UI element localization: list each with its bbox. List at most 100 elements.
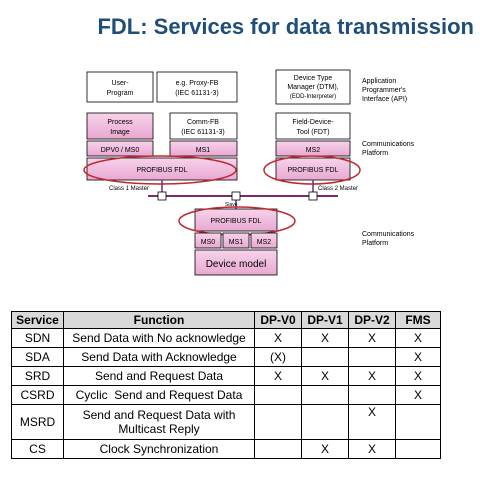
cell-service: MSRD xyxy=(11,404,64,440)
cell-service: SRD xyxy=(11,366,64,386)
services-table: Service Function DP-V0 DP-V1 DP-V2 FMS S… xyxy=(11,311,441,459)
cell-dpv0: X xyxy=(254,328,302,348)
master1-fdl-box: PROFIBUS FDL xyxy=(86,157,238,181)
table-row: MSRD Send and Request Data with Multicas… xyxy=(11,404,441,440)
cell-dpv1: X xyxy=(301,366,349,386)
cell-function-line2: Multicast Reply xyxy=(118,422,200,436)
cell-dpv1: X xyxy=(301,439,349,459)
table-header-row: Service Function DP-V0 DP-V1 DP-V2 FMS xyxy=(11,311,441,329)
cell-dpv0: (X) xyxy=(254,347,302,367)
comm-fb-box: Comm-FB (IEC 61131-3) xyxy=(169,112,238,140)
class2-master-label: Class 2 Master xyxy=(318,186,358,192)
header-dpv2: DP-V2 xyxy=(348,311,396,329)
cell-dpv2: X xyxy=(348,366,396,386)
header-service: Service xyxy=(11,311,64,329)
ms2-label: MS2 xyxy=(306,147,321,154)
cell-dpv2 xyxy=(348,385,396,405)
dtm-line3: (EDD-Interpreter) xyxy=(290,94,336,100)
master2-fdl-label: PROFIBUS FDL xyxy=(288,167,339,174)
cell-function: Clock Synchronization xyxy=(63,439,255,459)
slave-fdl-label: PROFIBUS FDL xyxy=(211,218,262,225)
user-program-box: User- Program xyxy=(86,71,154,103)
user-program-line2: Program xyxy=(107,90,134,97)
bus-connector-1 xyxy=(157,191,167,201)
cell-function: Send and Request Data with Multicast Rep… xyxy=(63,404,255,440)
cell-service: CS xyxy=(11,439,64,459)
comm-platform-top-line2: Platform xyxy=(362,150,388,157)
master1-fdl-label: PROFIBUS FDL xyxy=(137,167,188,174)
device-model-label: Device model xyxy=(206,259,267,270)
bus-connector-3 xyxy=(308,191,318,201)
comm-platform-bottom-line1: Communications xyxy=(362,231,415,238)
comm-fb-line1: Comm-FB xyxy=(187,119,219,126)
cell-fms xyxy=(395,439,441,459)
master2-fdl-highlight xyxy=(263,155,361,185)
header-function: Function xyxy=(63,311,255,329)
cell-dpv0 xyxy=(254,404,302,440)
api-label: Application Programmer's Interface (API) xyxy=(362,78,407,103)
cell-dpv1 xyxy=(301,404,349,440)
dtm-box: Device Type Manager (DTM), (EDD-Interpre… xyxy=(275,69,351,105)
ms2-box: MS2 xyxy=(275,140,351,157)
fdt-line1: Field-Device- xyxy=(292,119,334,126)
cell-fms xyxy=(395,404,441,440)
cell-dpv2 xyxy=(348,347,396,367)
user-program-line1: User- xyxy=(111,80,129,87)
cell-function: Send Data with Acknowledge xyxy=(63,347,255,367)
fdt-box: Field-Device- Tool (FDT) xyxy=(275,112,351,140)
master2-fdl-box: PROFIBUS FDL xyxy=(275,157,351,181)
cell-function-line1: Send and Request Data with xyxy=(82,408,236,422)
slave-ms2-box: MS2 xyxy=(250,232,278,249)
fdt-line2: Tool (FDT) xyxy=(296,129,329,136)
cell-dpv1 xyxy=(301,347,349,367)
proxy-fb-line1: e.g. Proxy-FB xyxy=(176,80,219,87)
slave-ms0-label: MS0 xyxy=(201,239,216,246)
slave-fdl-box: PROFIBUS FDL xyxy=(194,208,278,232)
process-image-line1: Process xyxy=(107,119,133,126)
cell-service: CSRD xyxy=(11,385,64,405)
api-label-line1: Application xyxy=(362,78,396,85)
cell-fms: X xyxy=(395,347,441,367)
table-row: CS Clock Synchronization X X xyxy=(11,439,441,459)
dpv0-ms0-box: DPV0 / MS0 xyxy=(86,140,154,157)
ms1-box: MS1 xyxy=(169,140,238,157)
slave-label: Slave xyxy=(225,202,238,208)
cell-dpv2: X xyxy=(348,439,396,459)
cell-service: SDA xyxy=(11,347,64,367)
comm-fb-line2: (IEC 61131-3) xyxy=(181,129,224,136)
header-dpv0: DP-V0 xyxy=(254,311,302,329)
comm-platform-bottom-line2: Platform xyxy=(362,240,388,247)
comm-platform-label-top: Communications Platform xyxy=(362,141,415,157)
table-row: SDA Send Data with Acknowledge (X) X xyxy=(11,347,441,367)
ms1-label: MS1 xyxy=(196,147,211,154)
class1-master-label: Class 1 Master xyxy=(109,186,149,192)
page-title: FDL: Services for data transmission xyxy=(97,14,474,39)
slave-ms2-label: MS2 xyxy=(257,239,272,246)
cell-dpv1: X xyxy=(301,328,349,348)
device-model-box: Device model xyxy=(194,249,278,276)
proxy-fb-line2: (IEC 61131-3) xyxy=(175,90,218,97)
api-label-line2: Programmer's xyxy=(362,87,406,94)
process-image-line2: Image xyxy=(110,129,130,136)
comm-platform-label-bottom: Communications Platform xyxy=(362,231,415,247)
cell-service: SDN xyxy=(11,328,64,348)
cell-fms: X xyxy=(395,366,441,386)
table-row: SRD Send and Request Data X X X X xyxy=(11,366,441,386)
table-row: SDN Send Data with No acknowledge X X X … xyxy=(11,328,441,348)
comm-platform-top-line1: Communications xyxy=(362,141,415,148)
cell-dpv1 xyxy=(301,385,349,405)
cell-fms: X xyxy=(395,385,441,405)
table-row: CSRD Cyclic Send and Request Data X xyxy=(11,385,441,405)
bus-connector-2 xyxy=(231,191,241,201)
process-image-box: Process Image xyxy=(86,112,154,140)
master1-fdl-highlight xyxy=(83,155,237,185)
cell-function: Send Data with No acknowledge xyxy=(63,328,255,348)
proxy-fb-box: e.g. Proxy-FB (IEC 61131-3) xyxy=(156,71,238,103)
cell-dpv0 xyxy=(254,439,302,459)
cell-function: Send and Request Data xyxy=(63,366,255,386)
cell-function: Cyclic Send and Request Data xyxy=(63,385,255,405)
dtm-line2: Manager (DTM), xyxy=(287,84,338,91)
cell-fms: X xyxy=(395,328,441,348)
dtm-line1: Device Type xyxy=(294,75,332,82)
profibus-architecture-diagram: User- Program e.g. Proxy-FB (IEC 61131-3… xyxy=(83,69,415,276)
